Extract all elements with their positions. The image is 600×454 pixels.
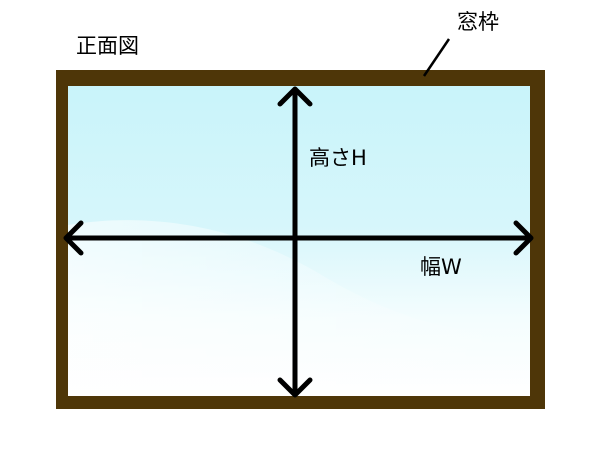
height-arrowhead-top [277, 86, 313, 107]
frame-leader-line [422, 38, 451, 77]
width-arrowhead-right [513, 220, 534, 256]
height-arrowhead-bottom [277, 377, 313, 398]
glass-highlight [68, 220, 530, 396]
frame-label: 窓枠 [457, 10, 499, 34]
diagram-title: 正面図 [76, 34, 139, 58]
width-label: 幅W [420, 255, 462, 279]
width-arrowhead-left [63, 220, 84, 256]
height-label: 高さH [309, 146, 367, 170]
